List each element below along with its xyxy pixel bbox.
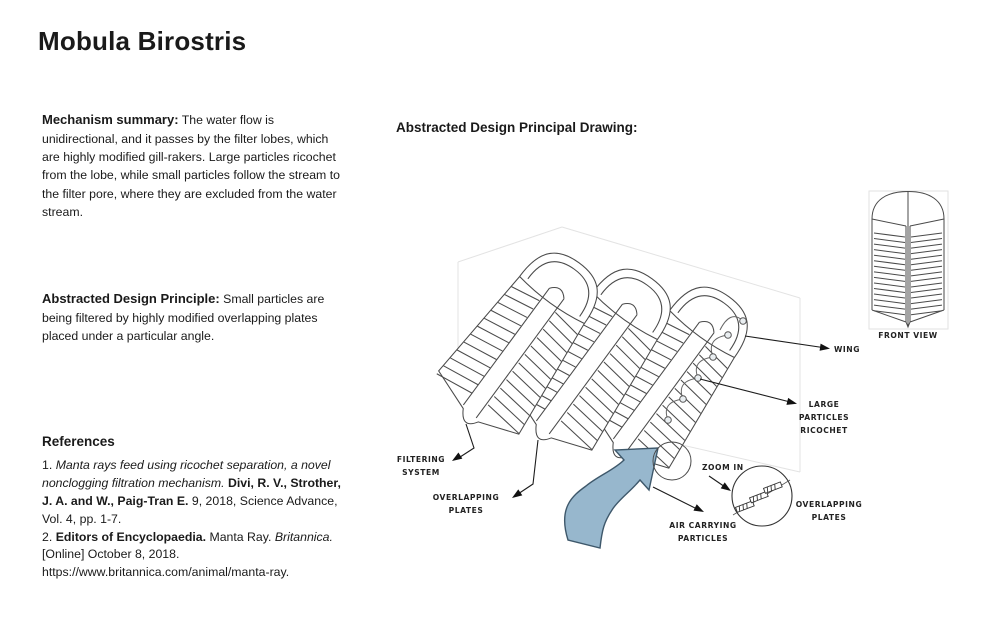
mechanism-summary-section: Mechanism summary: The water flow is uni… xyxy=(42,110,347,222)
svg-text:PLATES: PLATES xyxy=(812,513,847,522)
design-principle-label: Abstracted Design Principle: xyxy=(42,291,220,306)
principal-drawing: WING LARGE PARTICLES RICOCHET FILTERING … xyxy=(397,190,949,549)
flow-arrow xyxy=(563,447,659,549)
particle-trajectory xyxy=(664,316,747,424)
ref1-tail: 9, 2018, Science Advance, Vol. 4, pp. 1-… xyxy=(42,493,338,526)
svg-text:PARTICLES: PARTICLES xyxy=(799,413,849,422)
ref1-authors: Divi, R. V., Strother, J. A. and W., Pai… xyxy=(42,476,341,508)
front-view-inset xyxy=(868,190,949,330)
svg-text:LARGE: LARGE xyxy=(809,400,840,409)
ref2-mid: Manta Ray. xyxy=(209,529,272,544)
design-principle-text: Small particles are being filtered by hi… xyxy=(42,292,325,343)
mini-overlapping-plates xyxy=(734,481,783,513)
references-heading: References xyxy=(42,434,115,449)
ref1-number: 1. xyxy=(42,458,53,473)
wing-label: WING xyxy=(834,345,860,354)
svg-text:PLATES: PLATES xyxy=(449,506,484,515)
svg-text:AIR CARRYING: AIR CARRYING xyxy=(669,521,736,530)
ref2-tail: [Online] October 8, 2018. https://www.br… xyxy=(42,547,290,580)
leader-arrowheads xyxy=(452,343,830,512)
svg-text:FILTERING: FILTERING xyxy=(397,455,445,464)
overlapping-plates-label: OVERLAPPING PLATES xyxy=(433,493,499,515)
reference-item-2: 2. Editors of Encyclopaedia. Manta Ray. … xyxy=(42,529,352,582)
mechanism-summary-label: Mechanism summary: xyxy=(42,112,179,127)
page-title: Mobula Birostris xyxy=(38,26,247,56)
filtering-system-label: FILTERING SYSTEM xyxy=(397,455,445,477)
svg-text:OVERLAPPING: OVERLAPPING xyxy=(796,500,862,509)
mechanism-summary-text: The water flow is unidirectional, and it… xyxy=(42,113,340,220)
ref2-number: 2. xyxy=(42,529,53,544)
svg-text:PARTICLES: PARTICLES xyxy=(678,534,728,543)
drawing-heading: Abstracted Design Principal Drawing: xyxy=(396,120,638,135)
large-particles-label: LARGE PARTICLES RICOCHET xyxy=(799,400,849,435)
overlapping-plates-detail-label: OVERLAPPING PLATES xyxy=(796,500,862,522)
zoom-detail-circle xyxy=(731,465,793,527)
zoom-in-label: ZOOM IN xyxy=(702,463,744,472)
reference-item-1: 1. Manta rays feed using ricochet separa… xyxy=(42,457,352,528)
ref2-source: Britannica. xyxy=(274,529,333,544)
front-view-label: FRONT VIEW xyxy=(878,331,938,340)
air-carrying-particles-label: AIR CARRYING PARTICLES xyxy=(669,521,736,543)
ref1-title: Manta rays feed using ricochet separatio… xyxy=(42,458,331,491)
svg-text:RICOCHET: RICOCHET xyxy=(800,426,848,435)
ref2-authors: Editors of Encyclopaedia. xyxy=(55,529,207,544)
zoom-source-circle xyxy=(652,441,692,481)
references-section: References 1. Manta rays feed using rico… xyxy=(42,432,352,582)
design-principle-section: Abstracted Design Principle: Small parti… xyxy=(42,289,347,345)
leader-lines xyxy=(456,335,827,512)
svg-text:SYSTEM: SYSTEM xyxy=(402,468,440,477)
svg-text:OVERLAPPING: OVERLAPPING xyxy=(433,493,499,502)
